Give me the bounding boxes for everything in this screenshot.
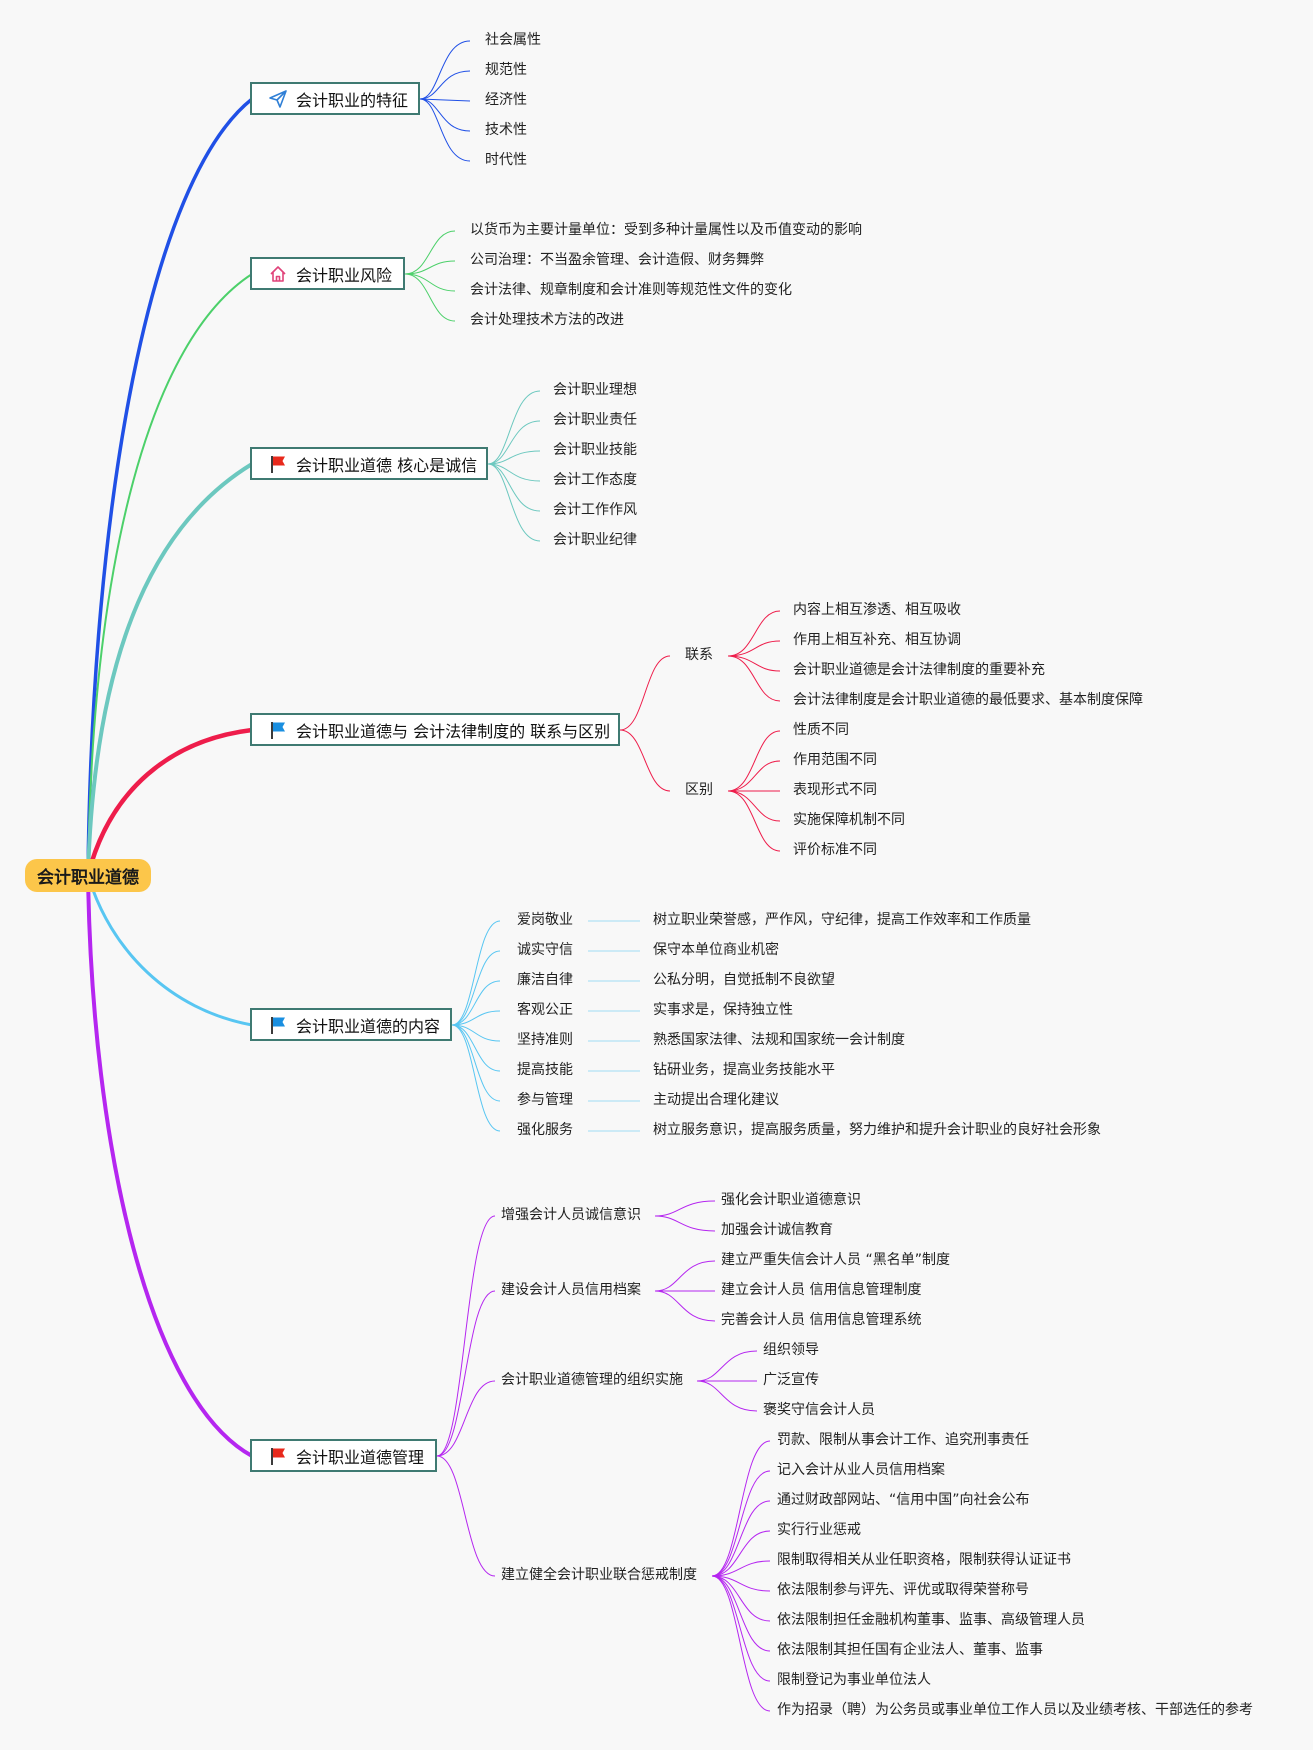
branch-3-leaf[interactable]: 会计职业纪律 [553, 532, 637, 548]
branch-5-sub[interactable]: 强化服务 [517, 1122, 573, 1138]
branch-2-connector [87, 273, 253, 876]
branch-5-connector [86, 874, 253, 1027]
branch-4-connector [85, 727, 253, 876]
branch-4-leaf[interactable]: 会计法律制度是会计职业道德的最低要求、基本制度保障 [793, 692, 1143, 708]
branch-6-leaf[interactable]: 依法限制参与评先、评优或取得荣誉称号 [777, 1582, 1029, 1598]
branch-1-leaf[interactable]: 规范性 [485, 62, 527, 78]
branch-6-sub[interactable]: 建设会计人员信用档案 [501, 1282, 641, 1298]
branch-1-leaf[interactable]: 时代性 [485, 152, 527, 168]
home-icon [268, 264, 288, 284]
branch-6-leaf[interactable]: 实行行业惩戒 [777, 1522, 861, 1538]
branch-6-leaf[interactable]: 褒奖守信会计人员 [763, 1402, 875, 1418]
branch-6-leaf[interactable]: 依法限制其担任国有企业法人、董事、监事 [777, 1642, 1043, 1658]
branch-3-label: 会计职业道德 核心是诚信 [296, 455, 478, 475]
branch-6-connectors [436, 1200, 771, 1712]
branch-5-detail[interactable]: 保守本单位商业机密 [653, 942, 779, 958]
branch-6-leaf[interactable]: 组织领导 [763, 1342, 819, 1358]
branch-5-sub[interactable]: 坚持准则 [517, 1032, 573, 1048]
branch-4-leaf[interactable]: 评价标准不同 [793, 842, 877, 858]
red-flag-icon [268, 1446, 288, 1466]
branch-5-connectors [451, 920, 501, 1132]
branch-1-leaf[interactable]: 技术性 [485, 122, 527, 138]
branch-4-topic[interactable]: 会计职业道德与 会计法律制度的 联系与区别 [250, 713, 620, 746]
branch-5-label: 会计职业道德的内容 [296, 1016, 441, 1036]
branch-6-sub[interactable]: 建立健全会计职业联合惩戒制度 [501, 1567, 697, 1583]
branch-6-leaf[interactable]: 依法限制担任金融机构董事、监事、高级管理人员 [777, 1612, 1085, 1628]
branch-1-label: 会计职业的特征 [296, 90, 409, 110]
branch-5-sub[interactable]: 客观公正 [517, 1002, 573, 1018]
branch-2-label: 会计职业风险 [296, 265, 393, 285]
branch-4-leaf[interactable]: 实施保障机制不同 [793, 812, 905, 828]
branch-1-topic[interactable]: 会计职业的特征 [250, 82, 420, 115]
branch-5-detail[interactable]: 树立职业荣誉感，严作风，守纪律，提高工作效率和工作质量 [653, 912, 1031, 928]
branch-5-sub[interactable]: 爱岗敬业 [517, 912, 573, 928]
branch-6-connector [86, 874, 253, 1458]
branch-5-detail[interactable]: 实事求是，保持独立性 [653, 1002, 793, 1018]
branch-3-leaf[interactable]: 会计职业理想 [553, 382, 637, 398]
branch-1-connector [86, 97, 254, 876]
branch-6-leaf[interactable]: 作为招录（聘）为公务员或事业单位工作人员以及业绩考核、干部选任的参考 [777, 1702, 1253, 1718]
branch-4-sub-relation[interactable]: 联系 [685, 647, 713, 663]
blue-flag-icon [268, 1015, 288, 1035]
branch-4-leaf[interactable]: 作用范围不同 [793, 752, 877, 768]
branch-6-label: 会计职业道德管理 [296, 1447, 425, 1467]
branch-4-leaf[interactable]: 内容上相互渗透、相互吸收 [793, 602, 961, 618]
branch-6-leaf[interactable]: 通过财政部网站、“信用中国”向社会公布 [777, 1492, 1030, 1508]
branch-3-leaf[interactable]: 会计工作作风 [553, 502, 637, 518]
branch-6-leaf[interactable]: 完善会计人员 信用信息管理系统 [721, 1312, 922, 1328]
branch-5-sub[interactable]: 诚实守信 [517, 942, 573, 958]
branch-6-leaf[interactable]: 建立严重失信会计人员 “黑名单”制度 [721, 1252, 950, 1268]
branch-5-detail[interactable]: 公私分明，自觉抵制不良欲望 [653, 972, 835, 988]
branch-5-sub[interactable]: 参与管理 [517, 1092, 573, 1108]
branch-3-topic[interactable]: 会计职业道德 核心是诚信 [250, 447, 488, 480]
paper-plane-icon [268, 89, 288, 109]
branch-4-connectors [619, 610, 781, 852]
branch-5-detail-connectors [588, 920, 640, 1132]
branch-1-leaf-connectors [419, 40, 471, 162]
branch-4-leaf[interactable]: 表现形式不同 [793, 782, 877, 798]
branch-4-label: 会计职业道德与 会计法律制度的 联系与区别 [296, 721, 611, 741]
branch-2-leaf[interactable]: 会计处理技术方法的改进 [470, 312, 624, 328]
branch-6-leaf[interactable]: 记入会计从业人员信用档案 [777, 1462, 945, 1478]
branch-3-leaf[interactable]: 会计工作态度 [553, 472, 637, 488]
branch-6-sub[interactable]: 增强会计人员诚信意识 [501, 1207, 641, 1223]
branch-4-leaf[interactable]: 会计职业道德是会计法律制度的重要补充 [793, 662, 1045, 678]
branch-5-detail[interactable]: 钻研业务，提高业务技能水平 [653, 1062, 835, 1078]
branch-4-leaf[interactable]: 作用上相互补充、相互协调 [793, 632, 961, 648]
branch-5-sub[interactable]: 提高技能 [517, 1062, 573, 1078]
branch-5-topic[interactable]: 会计职业道德的内容 [250, 1008, 452, 1041]
branch-6-leaf[interactable]: 限制登记为事业单位法人 [777, 1672, 931, 1688]
branch-6-sub[interactable]: 会计职业道德管理的组织实施 [501, 1372, 683, 1388]
branch-2-leaf[interactable]: 以货币为主要计量单位：受到多种计量属性以及币值变动的影响 [470, 222, 862, 238]
branch-6-leaf[interactable]: 建立会计人员 信用信息管理制度 [721, 1282, 922, 1298]
branch-4-leaf[interactable]: 性质不同 [793, 722, 849, 738]
blue-flag-icon [268, 720, 288, 740]
branch-6-leaf[interactable]: 强化会计职业道德意识 [721, 1192, 861, 1208]
branch-6-topic[interactable]: 会计职业道德管理 [250, 1439, 437, 1472]
branch-5-detail[interactable]: 主动提出合理化建议 [653, 1092, 779, 1108]
branch-5-detail[interactable]: 树立服务意识，提高服务质量，努力维护和提升会计职业的良好社会形象 [653, 1122, 1101, 1138]
branch-3-leaf[interactable]: 会计职业责任 [553, 412, 637, 428]
branch-6-leaf[interactable]: 限制取得相关从业任职资格，限制获得认证证书 [777, 1552, 1071, 1568]
branch-3-leaf[interactable]: 会计职业技能 [553, 442, 637, 458]
branch-3-connector [86, 462, 254, 876]
branch-6-leaf[interactable]: 加强会计诚信教育 [721, 1222, 833, 1238]
branch-3-leaf-connectors [487, 390, 541, 542]
branch-1-leaf[interactable]: 社会属性 [485, 32, 541, 48]
root-node[interactable]: 会计职业道德 [25, 859, 151, 892]
branch-5-sub[interactable]: 廉洁自律 [517, 972, 573, 988]
branch-2-leaf-connectors [404, 230, 456, 322]
red-flag-icon [268, 454, 288, 474]
branch-2-topic[interactable]: 会计职业风险 [250, 257, 405, 290]
branch-4-sub-difference[interactable]: 区别 [685, 782, 713, 798]
branch-5-detail[interactable]: 熟悉国家法律、法规和国家统一会计制度 [653, 1032, 905, 1048]
branch-6-leaf[interactable]: 罚款、限制从事会计工作、追究刑事责任 [777, 1432, 1029, 1448]
branch-6-leaf[interactable]: 广泛宣传 [763, 1372, 819, 1388]
branch-2-leaf[interactable]: 会计法律、规章制度和会计准则等规范性文件的变化 [470, 282, 792, 298]
branch-2-leaf[interactable]: 公司治理：不当盈余管理、会计造假、财务舞弊 [470, 252, 764, 268]
branch-1-leaf[interactable]: 经济性 [485, 92, 527, 108]
